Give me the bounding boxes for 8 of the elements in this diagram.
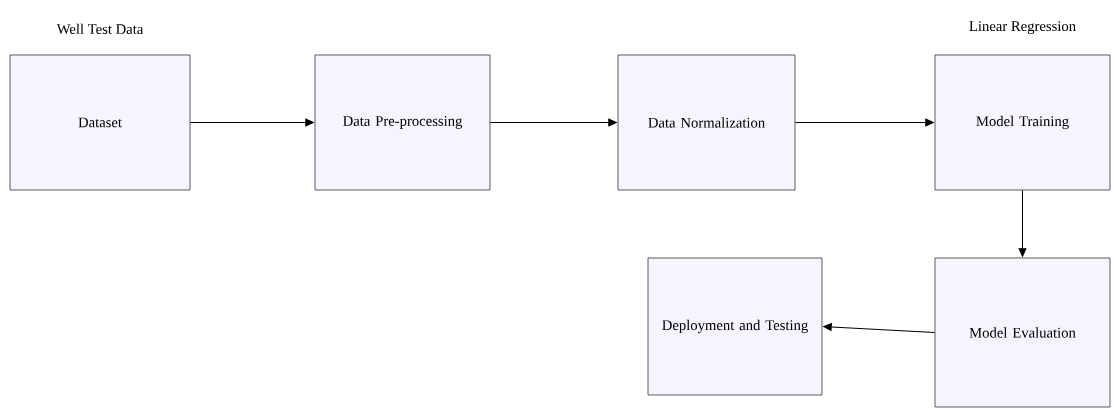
process-box: Data Normalization: [617, 54, 796, 191]
box-heading: Well Test Data: [56, 23, 144, 35]
process-box: Data Pre-processing: [314, 54, 491, 191]
process-box: Model Evaluation: [934, 257, 1111, 408]
process-box: Dataset: [9, 54, 191, 191]
box-heading: Linear Regression: [969, 21, 1076, 35]
process-box: Model Training: [934, 54, 1111, 191]
process-box: Deployment and Testing: [647, 257, 823, 396]
